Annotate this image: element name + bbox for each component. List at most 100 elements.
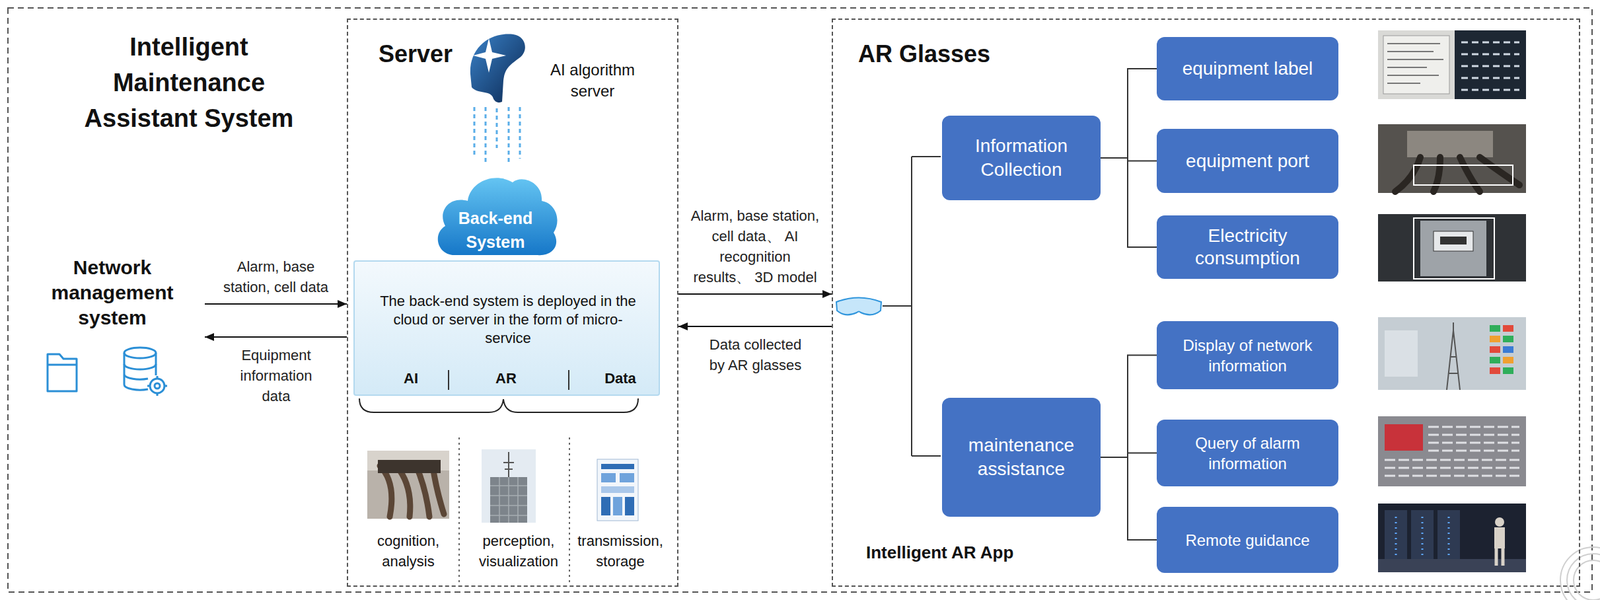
edge-label: Alarm, base station, cell data <box>212 254 340 299</box>
ai-icon-sparkle <box>472 38 507 73</box>
feature-box: Query of alarm information <box>1156 419 1339 487</box>
database-icon <box>147 375 168 396</box>
database-icon <box>149 378 165 394</box>
node-text: AR <box>472 369 540 388</box>
feature-box: equipment label <box>1156 36 1339 101</box>
meter-photo <box>1420 220 1487 277</box>
tower-photo <box>503 451 514 477</box>
node-text: Back-end System <box>442 206 549 254</box>
outer-frame <box>7 7 1593 592</box>
ar-glasses-icon <box>836 297 882 316</box>
network-info-photo <box>1489 346 1501 353</box>
port-photo <box>1395 157 1421 192</box>
system-node: Network management system <box>19 245 205 335</box>
network-info-photo <box>1378 317 1527 390</box>
port-photo <box>1459 157 1480 192</box>
connector-arrow <box>204 303 347 305</box>
group-heading: Server <box>378 39 453 69</box>
image-caption: perception, visualization <box>465 530 572 572</box>
network-info-photo <box>1489 325 1501 332</box>
separator <box>448 369 569 390</box>
remote-guidance-photo <box>1395 516 1449 559</box>
connector-line <box>496 108 499 148</box>
meter-photo <box>1378 214 1527 282</box>
cable-photo <box>379 465 392 517</box>
port-photo <box>1407 130 1493 158</box>
network-info-photo <box>1502 356 1514 364</box>
node-text: AI algorithm server <box>529 59 656 102</box>
network-info-photo <box>1502 367 1514 374</box>
cable-photo <box>379 465 444 517</box>
database-icon <box>124 347 156 359</box>
connector-arrow <box>204 336 347 338</box>
branch-lines <box>910 156 913 456</box>
connector-line <box>1100 157 1157 248</box>
data-link-lines <box>508 107 510 166</box>
node-text: Electricity consumption <box>1164 224 1331 270</box>
database-icon <box>124 347 168 396</box>
network-info-photo <box>1502 335 1514 343</box>
folder-icon <box>47 354 77 392</box>
tower-photo <box>481 449 536 523</box>
architecture-thumbnail <box>624 496 635 516</box>
label-photo <box>1378 30 1527 100</box>
node-text: The back-end system is deployed in the c… <box>374 291 642 348</box>
label-photo <box>1454 30 1527 100</box>
branch-lines <box>911 155 941 158</box>
port-photo <box>1378 124 1527 193</box>
network-info-photo <box>1489 356 1501 364</box>
label-photo <box>1383 35 1450 94</box>
node-text: Network management system <box>39 254 185 331</box>
network-info-photo <box>1502 346 1514 353</box>
port-photo <box>1433 157 1441 192</box>
diagram-title: Intelligent Maintenance Assistant System <box>63 29 315 137</box>
group-heading: AR Glasses <box>858 39 991 69</box>
cloud-outline <box>437 177 558 255</box>
alarm-photo <box>1378 416 1527 487</box>
network-info-photo <box>1378 317 1527 390</box>
stamp-watermark <box>1560 546 1600 600</box>
architecture-thumbnail <box>613 496 623 516</box>
label-photo <box>1461 42 1520 90</box>
feature-box: equipment port <box>1156 128 1339 193</box>
meter-photo <box>1433 231 1474 252</box>
branch-lines <box>882 156 941 456</box>
cable-photo <box>367 450 450 519</box>
node-text: Query of alarm information <box>1164 432 1331 474</box>
network-info-photo <box>1446 322 1460 390</box>
stamp-watermark <box>1560 546 1600 600</box>
brace <box>359 398 639 413</box>
network-info-photo <box>1489 367 1501 374</box>
architecture-thumbnail <box>601 463 635 470</box>
feature-box: Display of network information <box>1156 321 1339 390</box>
ar-glasses-icon <box>836 297 882 316</box>
tower-photo <box>490 476 528 523</box>
architecture-thumbnail <box>597 459 639 521</box>
service-box: The back-end system is deployed in the c… <box>353 260 660 396</box>
data-link-lines <box>484 107 487 166</box>
architecture-thumbnail <box>601 472 616 483</box>
remote-guidance-photo <box>1378 503 1527 573</box>
meter-photo <box>1413 218 1495 279</box>
node-text: Information Collection <box>949 134 1093 182</box>
remote-guidance-photo <box>1494 517 1505 527</box>
server-group: Server AI algorithm serverBack-end System… <box>346 18 679 587</box>
architecture-thumbnail <box>601 486 635 493</box>
cable-photo <box>367 450 450 519</box>
alarm-photo <box>1384 426 1520 476</box>
feature-box: Electricity consumption <box>1156 215 1339 279</box>
image-caption: cognition, analysis <box>355 530 462 572</box>
node-text: Data <box>587 369 654 388</box>
connector-line <box>1100 68 1157 158</box>
database-icon <box>124 374 148 380</box>
cloud-shape: Back-end System <box>429 147 562 261</box>
ai-server-node: AI algorithm server <box>463 27 660 109</box>
port-photo <box>1413 165 1513 185</box>
image-caption: transmission, storage <box>567 530 674 572</box>
architecture-thumbnail <box>597 459 639 521</box>
alarm-photo <box>1378 416 1527 487</box>
function-box: maintenance assistance <box>942 397 1101 517</box>
architecture-thumbnail <box>619 472 635 483</box>
database-icon <box>124 363 156 370</box>
stamp-watermark <box>1566 553 1600 600</box>
